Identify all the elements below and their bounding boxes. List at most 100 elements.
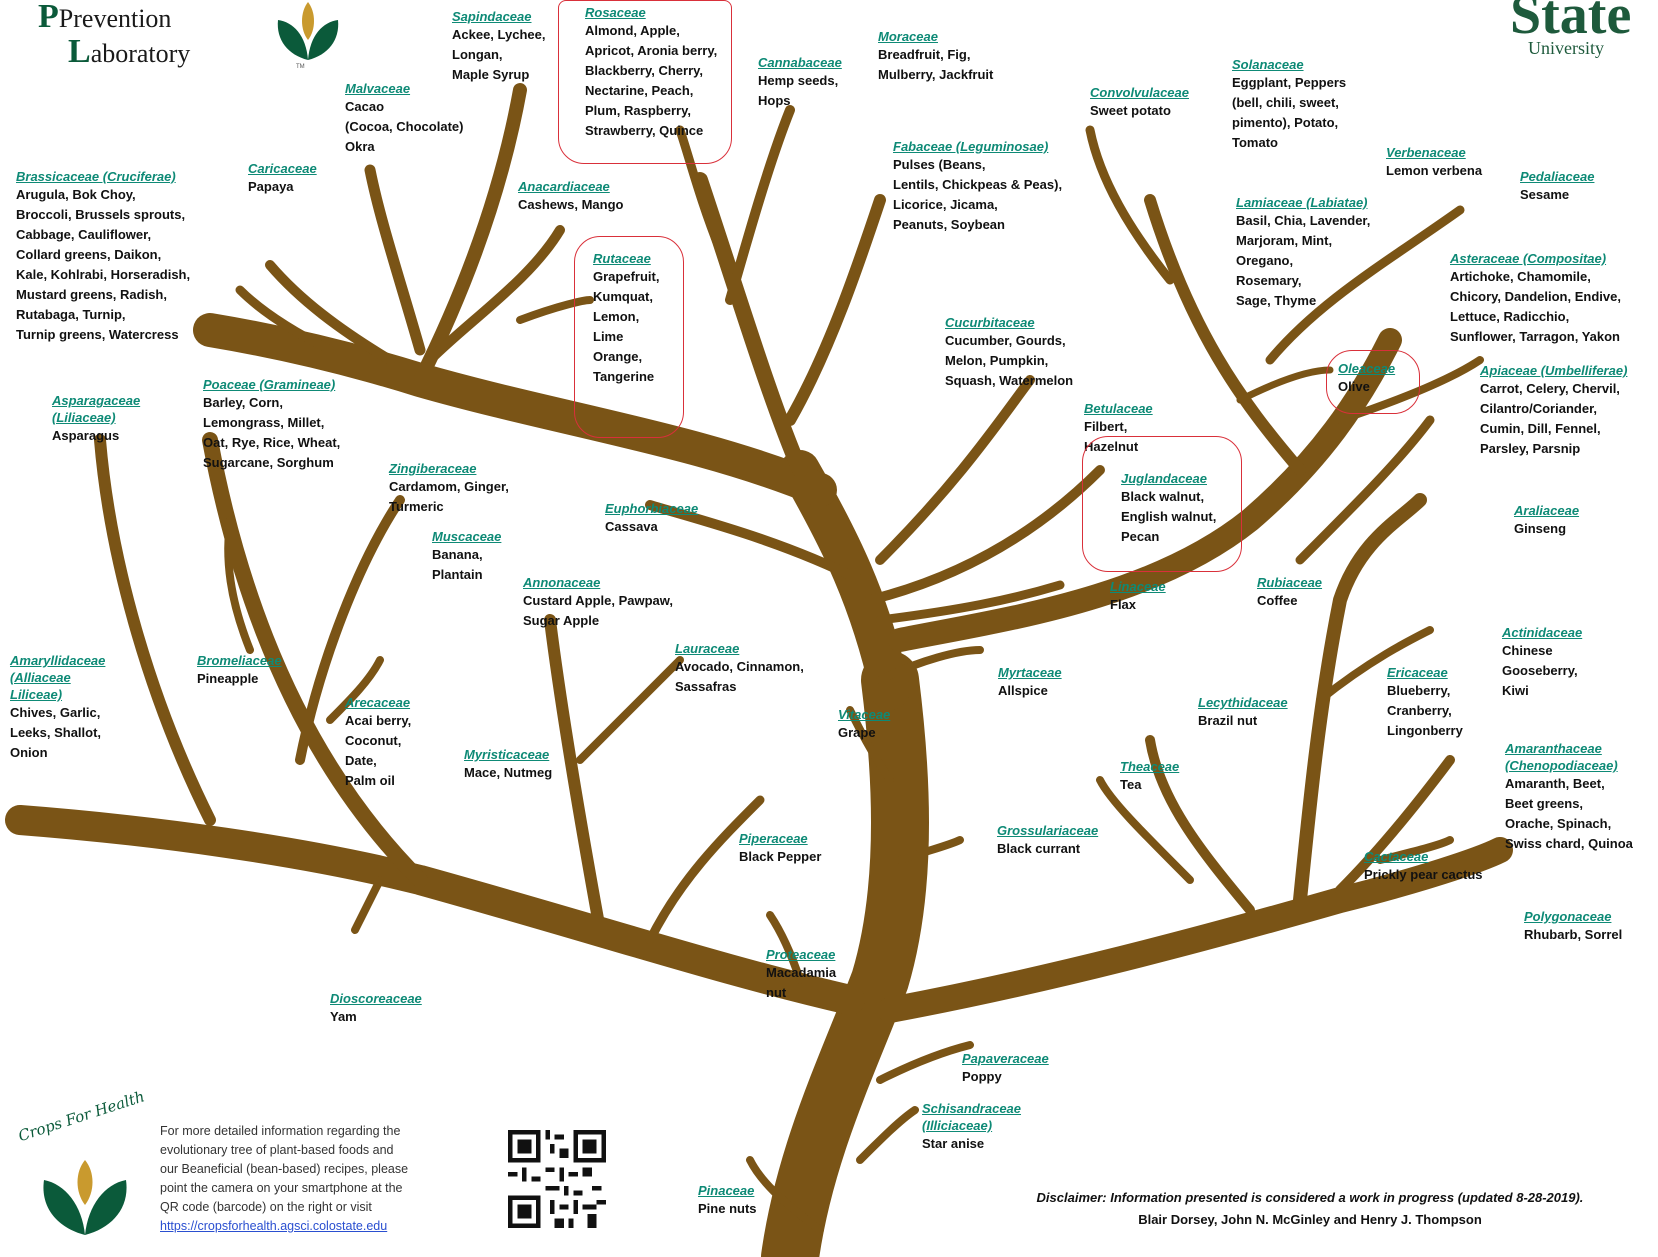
family-foods: Amaranth, Beet, Beet greens, Orache, Spi… [1505,776,1633,851]
family-name: Linaceae [1110,579,1166,594]
family-asteraceae: Asteraceae (Compositae)Artichoke, Chamom… [1450,250,1621,347]
family-name: Rutaceae [593,251,651,266]
family-foods: Cucumber, Gourds, Melon, Pumpkin, Squash… [945,333,1074,388]
family-name: Vitaceae [838,707,891,722]
family-name: Theaceae [1120,759,1180,774]
leaf-logo-icon: TM [277,2,339,70]
family-name: Convolvulaceae [1090,85,1189,100]
lab-line1: Prevention [58,4,172,33]
family-name: Rubiaceae [1257,575,1323,590]
family-foods: Lemon verbena [1386,163,1483,178]
family-foods: Artichoke, Chamomile, Chicory, Dandelion… [1450,269,1621,344]
family-name: Pinaceae [698,1183,755,1198]
family-name: Cannabaceae [758,55,842,70]
family-foods: Banana, Plantain [432,547,483,582]
tree-trunk [761,651,929,1257]
family-foods: Poppy [962,1069,1002,1084]
family-name: Zingiberaceae [389,461,477,476]
family-name: Lecythidaceae [1198,695,1288,710]
lab-initial-p: P [38,0,59,35]
lab-initial-l: L [68,33,91,70]
family-foods: Cashews, Mango [518,197,624,212]
family-foods: Basil, Chia, Lavender, Marjoram, Mint, O… [1236,213,1371,308]
highlight-rutaceae [574,236,684,438]
family-name: Polygonaceae [1524,909,1612,924]
family-foods: Custard Apple, Pawpaw, Sugar Apple [523,593,674,628]
family-name: Caricaceae [248,161,317,176]
logo-tm: TM [296,64,305,70]
family-foods: Brazil nut [1198,713,1258,728]
family-name: Moraceae [878,29,938,44]
family-name: Annonaceae [523,575,601,590]
family-foods: Flax [1110,597,1137,612]
family-foods: Black Pepper [739,849,822,864]
family-foods: Pineapple [197,671,259,686]
limb-left-main [193,313,837,507]
lab-logo-text: PPrevention Laboratory [38,0,190,70]
family-name: Rosaceae [585,5,646,20]
family-foods: Black currant [997,841,1081,856]
family-foods: Grapefruit, Kumquat, Lemon, Lime Orange,… [593,269,660,384]
qr-code-icon[interactable] [508,1130,606,1228]
limb-right-main [888,328,1402,652]
family-name: Amaranthaceae (Chenopodiaceae) [1505,741,1618,773]
family-foods: Mace, Nutmeg [464,765,553,780]
info-text: For more detailed information regarding … [160,1124,409,1214]
family-name: Cucurbitaceae [945,315,1035,330]
family-foods: Carrot, Celery, Chervil, Cilantro/Corian… [1480,381,1620,456]
state-wordmark: State [1510,0,1632,46]
family-foods: Eggplant, Peppers (bell, chili, sweet, p… [1232,75,1347,150]
family-name: Sapindaceae [452,9,532,24]
family-name: Euphorbiaceae [605,501,699,516]
family-amaryllidaceae: Amaryllidaceae (Alliaceae Liliceae)Chive… [10,652,105,763]
highlight-juglandaceae [1082,436,1242,572]
family-foods: Yam [330,1009,357,1024]
family-name: Lamiaceae (Labiatae) [1236,195,1368,210]
family-foods: Acai berry, Coconut, Date, Palm oil [345,713,412,788]
family-foods: Macadamia nut [766,965,837,1000]
family-name: Betulaceae [1084,401,1153,416]
family-foods: Star anise [922,1136,985,1151]
family-foods: Chinese Gooseberry, Kiwi [1502,643,1578,698]
family-foods: Blueberry, Cranberry, Lingonberry [1387,683,1463,738]
family-name: Oleaceae [1338,361,1396,376]
family-name: Verbenaceae [1386,145,1466,160]
family-foods: Sweet potato [1090,103,1171,118]
family-name: Fabaceae (Leguminosae) [893,139,1049,154]
family-name: Poaceae (Gramineae) [203,377,336,392]
disclaimer-text: Disclaimer: Information presented is con… [1036,1190,1584,1205]
family-schisandraceae: Schisandraceae (Illiciaceae)Star anise [922,1100,1021,1154]
family-name: Dioscoreaceae [330,991,422,1006]
family-asparagaceae: Asparagaceae (Liliaceae)Asparagus [52,392,140,446]
family-foods: Tea [1120,777,1142,792]
family-fabaceae: Fabaceae (Leguminosae)Pulses (Beans, Len… [893,138,1062,235]
family-amaranthaceae: Amaranthaceae (Chenopodiaceae)Amaranth, … [1505,740,1633,854]
family-foods: Cacao (Cocoa, Chocolate) Okra [345,99,464,154]
family-foods: Asparagus [52,428,120,443]
family-foods: Rhubarb, Sorrel [1524,927,1623,942]
authors-text: Blair Dorsey, John N. McGinley and Henry… [1138,1212,1482,1227]
family-foods: Pine nuts [698,1201,757,1216]
info-link[interactable]: https://cropsforhealth.agsci.colostate.e… [160,1219,388,1233]
